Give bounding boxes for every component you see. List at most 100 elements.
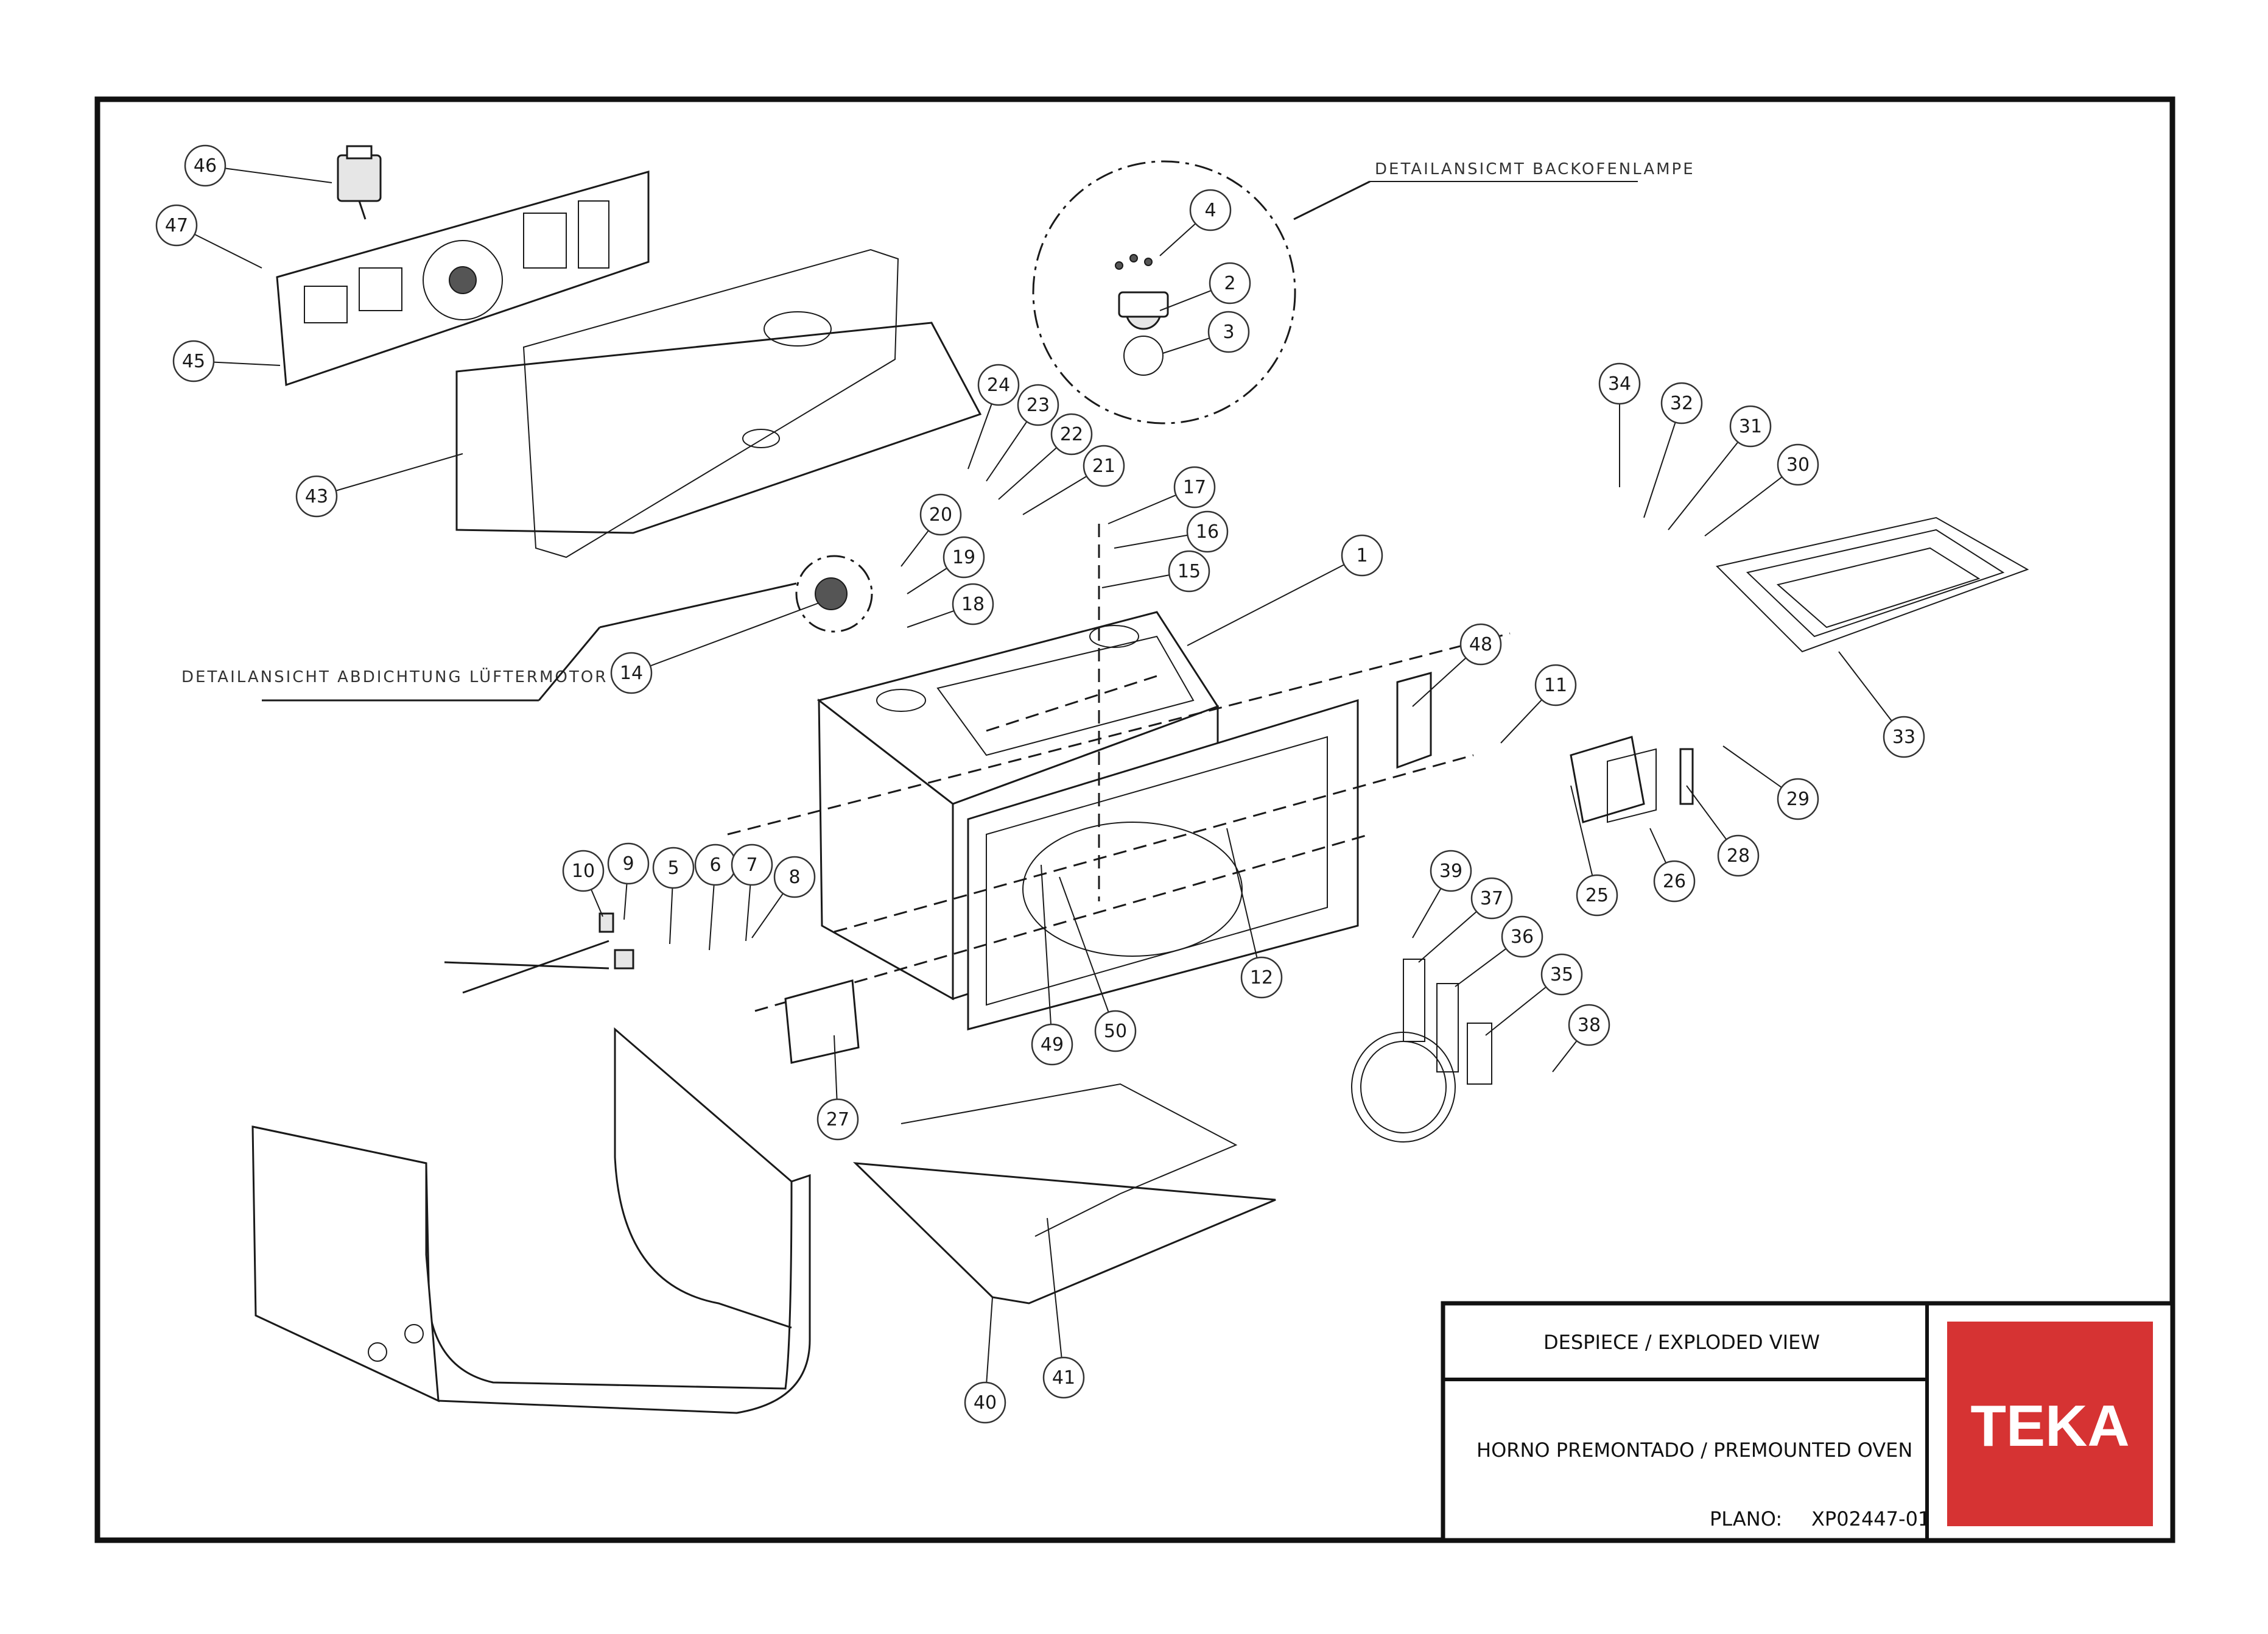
callout-number: 1 (1356, 545, 1367, 566)
bottom-heater-tray (852, 1083, 1276, 1305)
callout-leader (1500, 699, 1543, 744)
callout-circle (1207, 311, 1250, 353)
callout-circle (652, 847, 695, 889)
callout-circle (773, 856, 816, 898)
callout-number: 28 (1727, 845, 1750, 867)
callout-circle (1209, 262, 1251, 305)
callout-43: 43 (295, 453, 463, 518)
view-title: DESPIECE / EXPLODED VIEW (1543, 1331, 1820, 1354)
assembly-lines (727, 524, 1511, 1012)
callout-number: 26 (1663, 871, 1686, 892)
lamp-detail: DETAILANSICMT BACKOFENLAMPE (1032, 160, 1695, 424)
callout-number: 8 (788, 867, 800, 888)
top-grill-element (1716, 516, 2029, 653)
callout-48: 48 (1412, 623, 1502, 707)
callout-36: 36 (1455, 915, 1543, 987)
callout-number: 23 (1027, 395, 1050, 416)
callout-leader (1041, 864, 1051, 1025)
callout-leader (907, 610, 955, 628)
callout-circle (562, 850, 605, 892)
lamp-detail-label: DETAILANSICMT BACKOFENLAMPE (1375, 160, 1695, 178)
callout-circle (731, 843, 773, 886)
callout-18: 18 (907, 583, 994, 628)
callout-29: 29 (1722, 745, 1819, 820)
callout-number: 22 (1060, 424, 1083, 445)
callout-number: 27 (826, 1109, 849, 1130)
callout-leader (1668, 442, 1739, 530)
callout-leader (194, 233, 262, 269)
callout-circle (1430, 850, 1472, 892)
callout-circle (1168, 550, 1210, 593)
callout-number: 38 (1578, 1015, 1601, 1036)
callout-circle (1341, 534, 1383, 577)
callout-circle (1777, 443, 1819, 486)
callout-leader (669, 887, 673, 945)
callout-circle (1173, 466, 1216, 509)
callout-circle (172, 340, 215, 382)
callout-number: 31 (1739, 416, 1762, 437)
callout-circle (1729, 405, 1772, 448)
callout-number: 14 (620, 663, 643, 684)
callout-leader (591, 889, 603, 917)
callout-leader (1187, 564, 1345, 646)
callout-circle (816, 1098, 859, 1141)
oven-cavity (816, 611, 1359, 1030)
callout-4: 4 (1159, 189, 1232, 256)
callout-number: 37 (1480, 888, 1503, 909)
callout-2: 2 (1159, 262, 1251, 311)
callout-number: 40 (974, 1392, 997, 1414)
drawing-label: PLANO: (1710, 1507, 1782, 1530)
callout-leader (1022, 476, 1087, 515)
callout-circle (1534, 664, 1577, 706)
callout-circle (607, 842, 650, 885)
callout-41: 41 (1042, 1217, 1085, 1399)
callout-14: 14 (610, 602, 820, 694)
callout-number: 19 (952, 547, 975, 568)
callout-31: 31 (1668, 405, 1772, 530)
callout-number: 47 (165, 215, 188, 236)
fan-seal-detail-label: DETAILANSICHT ABDICHTUNG LÜFTERMOTOR (181, 667, 608, 686)
callout-number: 25 (1585, 885, 1609, 906)
callout-3: 3 (1162, 311, 1250, 354)
callout-35: 35 (1485, 953, 1583, 1036)
callout-22: 22 (998, 413, 1093, 500)
callout-number: 5 (667, 857, 679, 879)
callout-49: 49 (1031, 864, 1073, 1066)
callout-45: 45 (172, 340, 281, 382)
callout-leader (986, 1297, 993, 1383)
insulation-cover (455, 248, 982, 558)
callout-circle (1598, 362, 1641, 405)
callout-circle (1186, 510, 1229, 553)
fan-seal-detail: DETAILANSICHT ABDICHTUNG LÜFTERMOTOR (181, 555, 873, 702)
callout-leader (1455, 948, 1507, 987)
callout-number: 10 (572, 861, 595, 882)
callout-circle (155, 204, 198, 247)
callout-leader (213, 361, 281, 366)
callout-30: 30 (1704, 443, 1819, 537)
callout-34: 34 (1598, 362, 1641, 487)
callout-number: 33 (1892, 727, 1915, 748)
callout-number: 20 (929, 504, 952, 526)
callout-circle (964, 1381, 1006, 1424)
callout-leader (1570, 785, 1593, 876)
circular-heater (1351, 959, 1492, 1143)
callout-circle (1660, 382, 1703, 424)
callout-26: 26 (1649, 828, 1696, 903)
callout-10: 10 (562, 850, 605, 917)
callout-32: 32 (1643, 382, 1703, 518)
callout-circle (1883, 716, 1925, 758)
brand-logo: TEKA (1970, 1393, 2129, 1459)
callout-leader (1838, 651, 1892, 722)
callout-50: 50 (1059, 876, 1137, 1052)
callout-number: 45 (182, 351, 205, 372)
callout-number: 29 (1786, 789, 1810, 810)
callout-leader (998, 447, 1058, 500)
callout-circle (184, 144, 226, 187)
callout-circle (1031, 1023, 1073, 1066)
callout-leader (986, 421, 1028, 482)
callout-5: 5 (652, 847, 695, 945)
callout-circle (919, 493, 962, 536)
callout-number: 3 (1223, 322, 1234, 343)
callout-leader (1649, 828, 1667, 864)
callout-leader (1686, 785, 1727, 840)
